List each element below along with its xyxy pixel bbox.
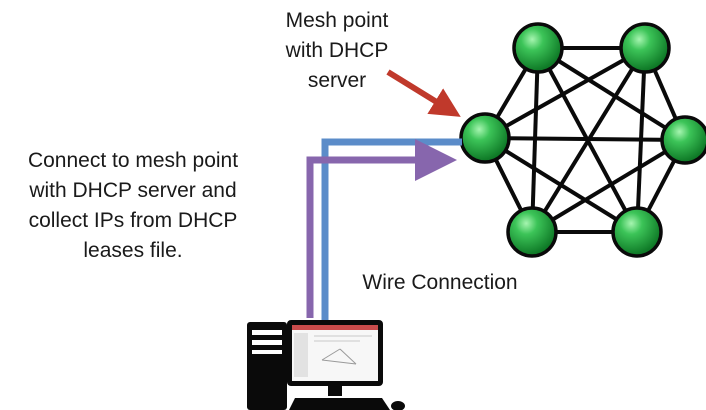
mesh-link bbox=[484, 46, 646, 140]
mesh-node-icon bbox=[512, 22, 564, 74]
connect-label-line: collect IPs from DHCP bbox=[28, 209, 238, 232]
mesh-node-icon bbox=[506, 206, 558, 258]
wire-connection-label: Wire Connection bbox=[340, 268, 540, 298]
computer-tower bbox=[247, 322, 287, 410]
screen-app-header bbox=[292, 325, 378, 330]
mesh-node-dhcp-icon bbox=[459, 112, 511, 164]
monitor-stand bbox=[328, 386, 342, 396]
pointer-arrow bbox=[386, 69, 461, 117]
logical-connection-arrow bbox=[306, 139, 457, 318]
mesh-link bbox=[530, 138, 687, 234]
mesh-point-label-line: Mesh point bbox=[285, 9, 389, 32]
connect-label-line: Connect to mesh point bbox=[27, 149, 239, 172]
mesh-link bbox=[483, 136, 639, 234]
mesh-node-icon bbox=[611, 206, 663, 258]
mesh-nodes bbox=[459, 22, 706, 258]
tower-drive-slot bbox=[252, 350, 282, 354]
mesh-link bbox=[536, 46, 687, 142]
connect-label-line: leases file. bbox=[83, 239, 183, 262]
keyboard bbox=[289, 398, 390, 410]
mouse bbox=[391, 401, 405, 410]
tower-drive-slot bbox=[252, 340, 282, 345]
mesh-node-icon bbox=[660, 115, 706, 165]
connect-instruction-label: Connect to mesh point with DHCP server a… bbox=[2, 146, 264, 266]
tower-drive-slot bbox=[252, 330, 282, 335]
mesh-point-label-line: with DHCP bbox=[285, 39, 389, 62]
connect-label-line: with DHCP server and bbox=[29, 179, 237, 202]
desktop-computer-icon bbox=[247, 320, 405, 410]
mesh-links bbox=[483, 46, 687, 234]
wire-label-text: Wire Connection bbox=[362, 271, 518, 294]
mesh-point-label-line: server bbox=[307, 69, 367, 92]
mesh-node-icon bbox=[619, 22, 671, 74]
mesh-point-label: Mesh point with DHCP server bbox=[262, 6, 412, 96]
screen-app-sidebar bbox=[294, 333, 308, 377]
mesh-link bbox=[484, 136, 686, 142]
